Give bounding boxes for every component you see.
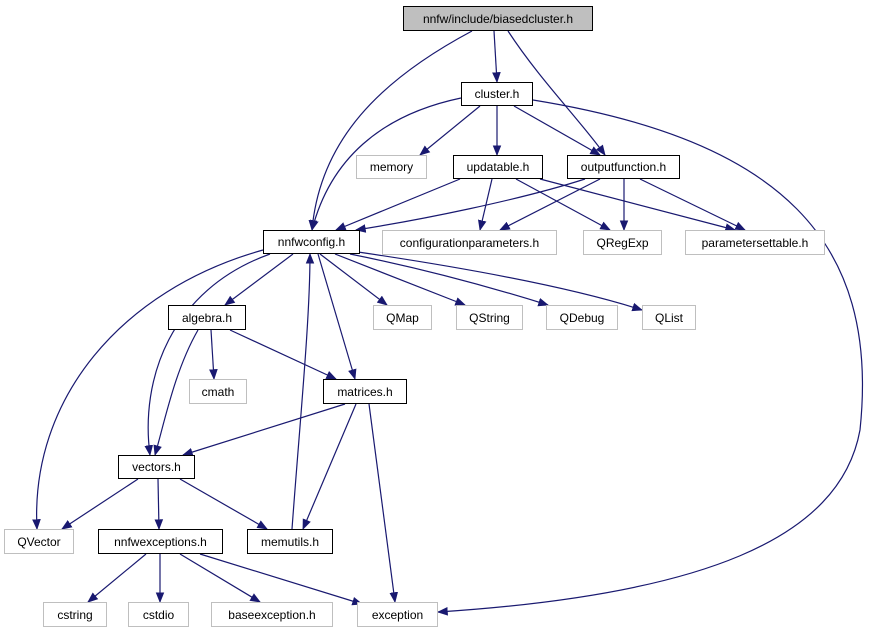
edge-cluster-to-memory <box>419 105 481 156</box>
edge-nnfwconfig-to-qvector <box>32 249 264 531</box>
node-nnfwconfig-h[interactable]: nnfwconfig.h <box>263 230 360 254</box>
edge-updatable-to-parametersettable <box>539 178 737 232</box>
edge-root-to-cluster <box>492 30 501 84</box>
edge-updatable-to-configurationparameters <box>478 178 493 232</box>
edge-algebra-to-cmath <box>209 329 218 381</box>
edge-algebra-to-matrices <box>229 329 337 380</box>
edge-cluster-to-exception <box>436 99 864 616</box>
edge-cluster-to-nnfwconfig <box>310 97 462 232</box>
node-qdebug: QDebug <box>546 305 618 330</box>
node-outputfunction-h[interactable]: outputfunction.h <box>567 155 680 179</box>
edge-algebra-to-vectors <box>153 329 199 457</box>
edge-root-to-nnfwconfig <box>308 30 473 232</box>
edge-outputfunction-to-parametersettable <box>639 178 746 231</box>
node-vectors-h[interactable]: vectors.h <box>118 455 195 479</box>
node-nnfwexceptions-h[interactable]: nnfwexceptions.h <box>98 529 223 554</box>
node-memory: memory <box>356 155 427 179</box>
edge-outputfunction-to-nnfwconfig <box>354 178 586 233</box>
edge-vectors-to-nnfwexceptions <box>154 478 164 531</box>
node-algebra-h[interactable]: algebra.h <box>168 305 246 330</box>
edge-matrices-to-vectors <box>181 403 346 457</box>
edge-nnfwconfig-to-qdebug <box>349 253 550 307</box>
edge-updatable-to-nnfwconfig <box>335 178 461 231</box>
node-memutils-h[interactable]: memutils.h <box>247 529 333 554</box>
node-cmath: cmath <box>189 379 247 404</box>
edge-cluster-to-outputfunction <box>513 105 601 156</box>
edge-vectors-to-memutils <box>179 478 268 530</box>
edge-nnfwexceptions-to-exception <box>199 553 364 606</box>
node-qregexp: QRegExp <box>583 230 662 255</box>
node-biasedcluster-h[interactable]: nnfw/include/biasedcluster.h <box>403 6 593 31</box>
edge-root-to-outputfunction <box>507 30 606 156</box>
node-matrices-h[interactable]: matrices.h <box>323 379 407 404</box>
edge-nnfwconfig-to-algebra <box>224 253 294 306</box>
node-qvector: QVector <box>4 529 74 554</box>
node-qstring: QString <box>456 305 523 330</box>
node-cluster-h[interactable]: cluster.h <box>461 82 533 106</box>
edge-nnfwconfig-to-qlist <box>357 251 644 312</box>
edge-updatable-to-qregexp <box>515 178 611 231</box>
edge-vectors-to-qvector <box>61 478 139 530</box>
edge-nnfwconfig-to-matrices <box>317 253 357 381</box>
edge-outputfunction-to-configurationparameters <box>499 178 601 231</box>
edge-nnfwconfig-to-qstring <box>334 253 467 306</box>
node-exception: exception <box>357 602 438 627</box>
node-cstdio: cstdio <box>128 602 189 627</box>
edge-nnfwconfig-to-vectors <box>144 253 271 457</box>
edge-nnfwconfig-to-qmap <box>319 253 388 306</box>
edge-nnfwexceptions-to-baseexception <box>179 553 261 603</box>
node-configurationparameters-h: configurationparameters.h <box>382 230 557 255</box>
edge-nnfwexceptions-to-cstring <box>87 553 147 603</box>
node-updatable-h[interactable]: updatable.h <box>453 155 543 179</box>
node-qmap: QMap <box>373 305 432 330</box>
node-qlist: QList <box>642 305 696 330</box>
node-parametersettable-h: parametersettable.h <box>685 230 825 255</box>
edge-memutils-to-nnfwconfig <box>291 252 315 530</box>
edge-matrices-to-exception <box>368 403 399 604</box>
node-baseexception-h: baseexception.h <box>211 602 333 627</box>
edge-matrices-to-memutils <box>302 403 357 530</box>
node-cstring: cstring <box>43 602 107 627</box>
